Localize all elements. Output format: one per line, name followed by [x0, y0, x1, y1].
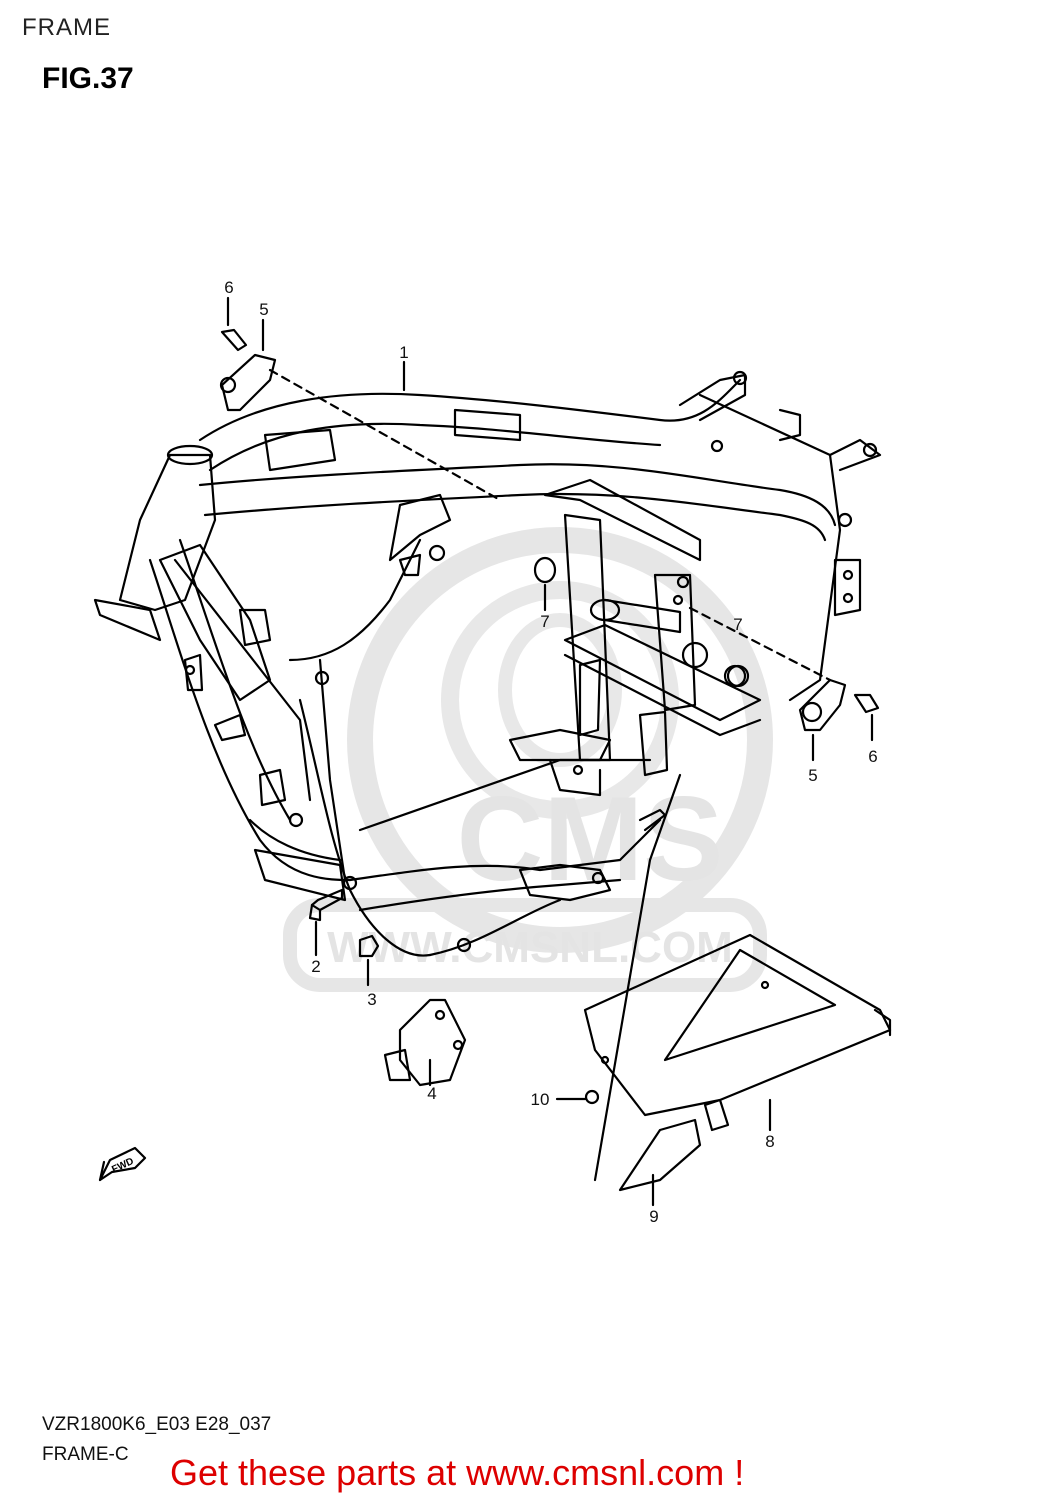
- part-4-bracket: [383, 998, 467, 1087]
- part-3-nut: [358, 934, 380, 987]
- watermark: CMS WWW.CMSNL.COM: [283, 527, 773, 992]
- callout-6-right: 6: [868, 747, 877, 766]
- part-10-screw: [555, 1089, 600, 1105]
- callout-6-left: 6: [224, 278, 233, 297]
- callout-4: 4: [427, 1084, 436, 1103]
- callout-3: 3: [367, 990, 376, 1009]
- callout-9: 9: [649, 1207, 658, 1226]
- part-7-grommet-left: [533, 556, 557, 612]
- callout-7-right: 7: [733, 615, 742, 634]
- part-5-left-bracket: [219, 318, 277, 412]
- part-6-right-bolt: [853, 693, 880, 742]
- callout-5-left: 5: [259, 300, 268, 319]
- watermark-url: WWW.CMSNL.COM: [327, 923, 733, 972]
- fwd-arrow-icon: [98, 1146, 147, 1182]
- part-8-cover: [583, 933, 892, 1132]
- part-6-left-bolt: [220, 296, 248, 352]
- section-title: FRAME: [22, 14, 111, 41]
- callout-8: 8: [765, 1132, 774, 1151]
- watermark-brand: CMS: [457, 772, 724, 906]
- callout-1: 1: [399, 343, 408, 362]
- promo-link[interactable]: Get these parts at www.cmsnl.com !: [170, 1452, 745, 1493]
- callout-7-left: 7: [540, 612, 549, 631]
- callout-10: 10: [531, 1090, 550, 1109]
- callout-5-right: 5: [808, 766, 817, 785]
- part-9-side-cover: [593, 773, 702, 1207]
- model-code: VZR1800K6_E03 E28_037: [42, 1414, 272, 1435]
- part-2-bolt: [308, 888, 344, 957]
- part-5-right-bracket: [798, 678, 847, 762]
- figure-number: FIG.37: [42, 62, 134, 95]
- frame-code: FRAME-C: [42, 1444, 129, 1465]
- part-1-main-frame: [93, 368, 882, 957]
- callout-labels: 1 2 3 4 5 5 6 6 7 7 8 9 10: [224, 278, 877, 1226]
- part-7-grommet-right: [726, 664, 750, 688]
- callout-2: 2: [311, 957, 320, 976]
